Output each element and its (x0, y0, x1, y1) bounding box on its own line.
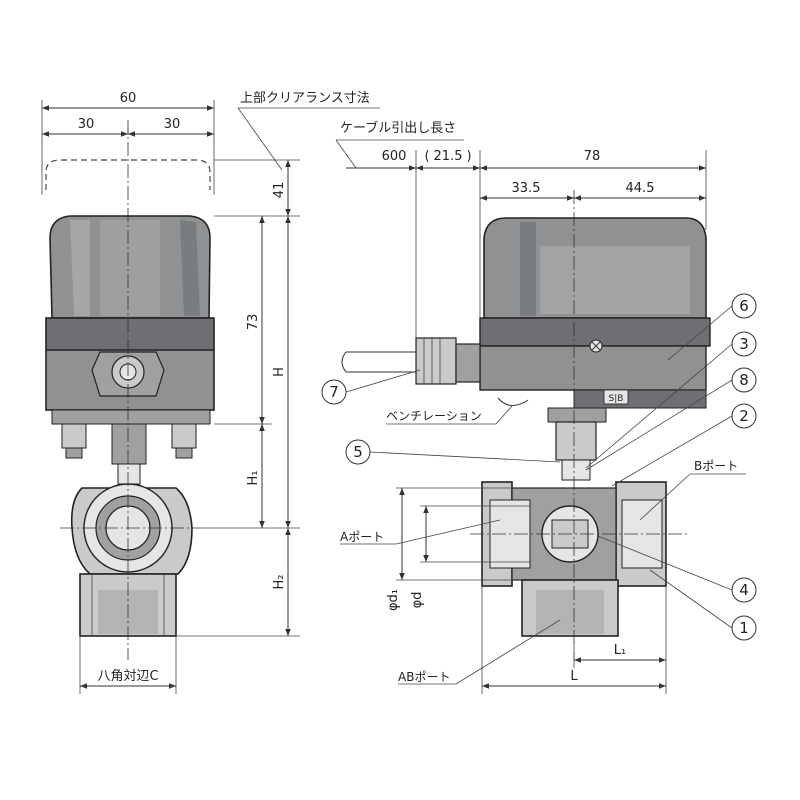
callout-8: 8 (739, 371, 749, 389)
sb-marking: S|B (609, 394, 624, 404)
side-stem (547, 407, 607, 481)
octagon-label: 八角対辺C (97, 669, 158, 684)
label-ab-port: ABポート (398, 670, 450, 684)
callout-5: 5 (353, 443, 363, 461)
dim-H1: H₁ (246, 471, 261, 486)
callout-2: 2 (739, 407, 749, 425)
callout-3: 3 (739, 335, 749, 353)
front-view: 60 30 30 上部クリアランス寸法 41 73 H H₁ (41, 91, 380, 694)
callout-1: 1 (739, 619, 749, 637)
dim-total-H: H (272, 367, 287, 377)
front-dims: 60 30 30 上部クリアランス寸法 41 73 H H₁ (41, 91, 380, 694)
top-clearance-outline (45, 159, 211, 190)
dim-left-half: 30 (78, 117, 95, 132)
dim-actuator-73: 73 (246, 314, 261, 331)
dim-H2: H₂ (272, 575, 287, 590)
top-clearance-label: 上部クリアランス寸法 (240, 91, 370, 106)
callout-7: 7 (329, 383, 339, 401)
callouts: 1 2 3 4 5 6 7 8 (321, 293, 757, 641)
dim-phi-d1: φd₁ (386, 589, 401, 611)
side-actuator-cover: S|B (479, 217, 711, 409)
label-ventilation: ベンチレーション (386, 409, 482, 423)
label-b-port: Bポート (694, 459, 738, 473)
dim-overall-78: 78 (584, 149, 601, 164)
actuator-base (45, 317, 215, 411)
dim-right-half: 30 (164, 117, 181, 132)
cable-gland (341, 337, 481, 385)
port-labels: Aポート Bポート ABポート ベンチレーション (340, 405, 746, 685)
dim-L: L (570, 669, 578, 684)
dim-cable-600: 600 (382, 149, 407, 164)
dim-44-5: 44.5 (626, 181, 655, 196)
cable-label: ケーブル引出し長さ (340, 120, 456, 136)
ventilation-mark (497, 397, 529, 406)
side-dims: ケーブル引出し長さ 600 (21.5) 78 33.5 44.5 φd₁ (335, 120, 707, 694)
dim-gland-21-5: (21.5) (424, 149, 471, 164)
dim-L1: L₁ (614, 643, 626, 658)
callout-6: 6 (739, 297, 749, 315)
dim-clearance-41: 41 (272, 182, 287, 199)
dim-33-5: 33.5 (512, 181, 541, 196)
dim-width-60: 60 (120, 91, 137, 106)
side-view: S|B (321, 120, 757, 694)
front-valve-body (70, 483, 193, 637)
label-a-port: Aポート (340, 530, 384, 544)
callout-4: 4 (739, 581, 749, 599)
dim-phi-d: φd (410, 592, 425, 609)
actuator-cover (49, 215, 211, 319)
mounting-bracket (51, 409, 211, 485)
